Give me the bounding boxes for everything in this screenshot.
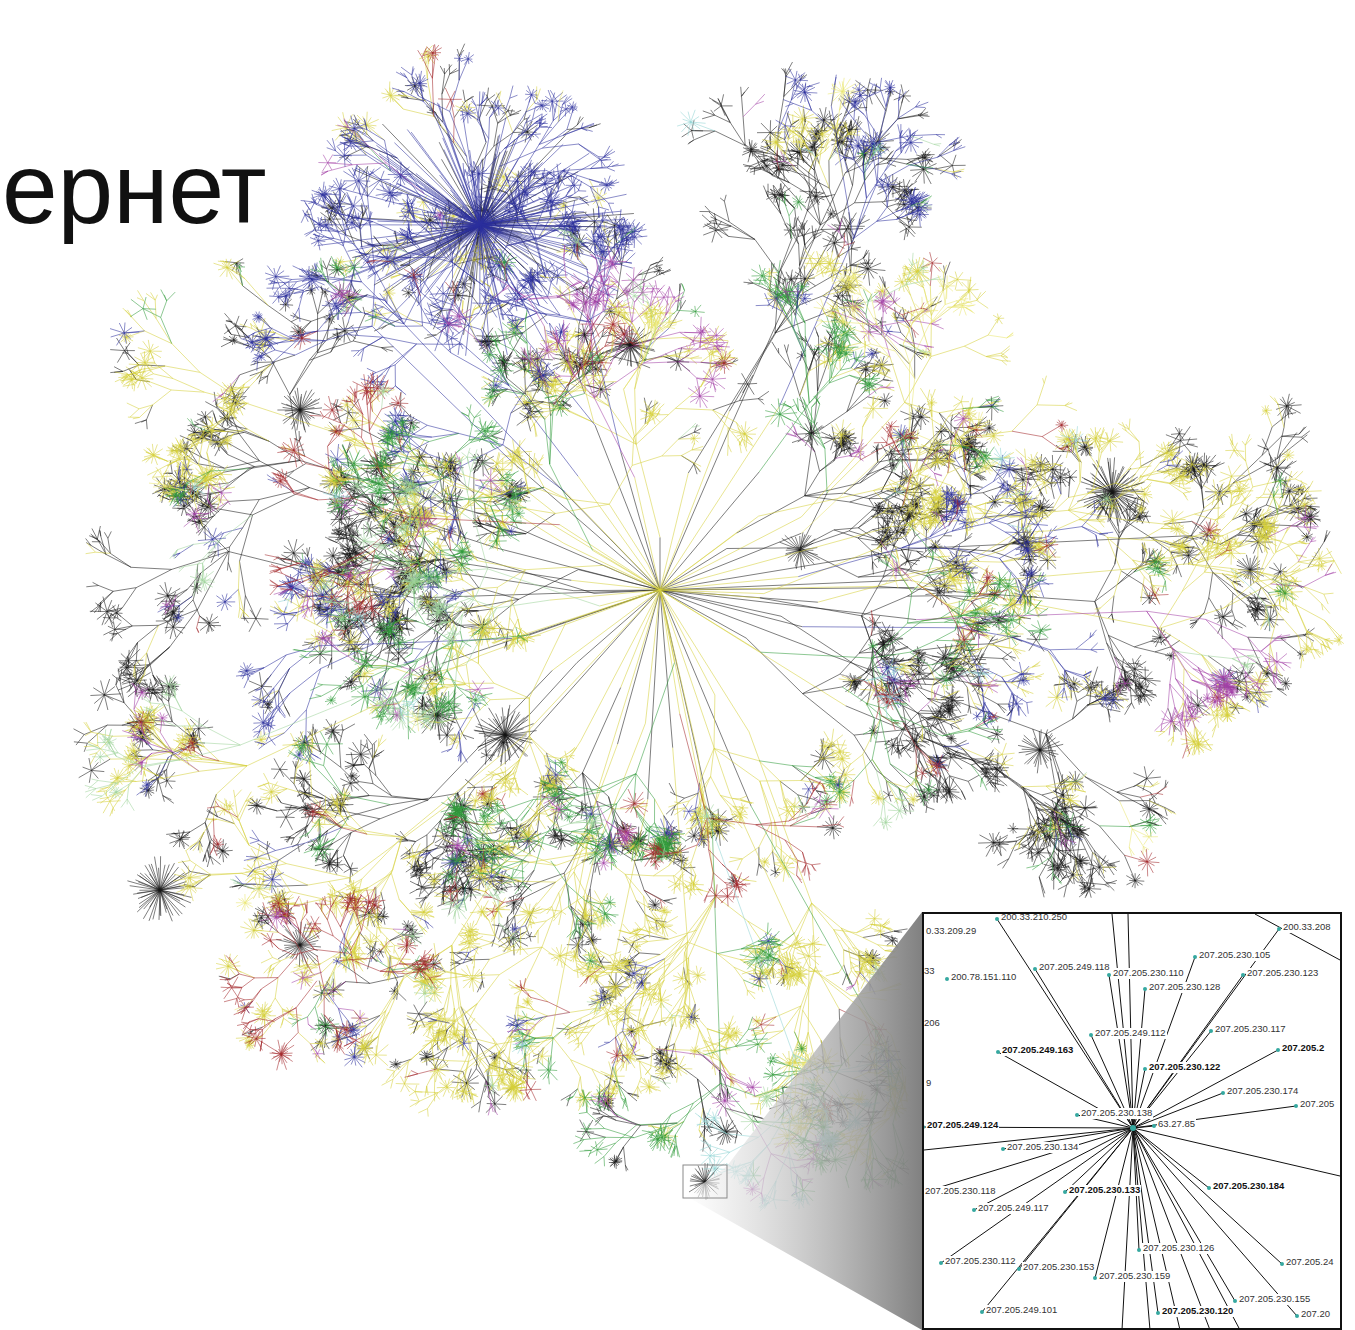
zoom-box <box>683 1165 727 1198</box>
ip-address: 200.33.208 <box>1282 922 1332 933</box>
ip-address: 207.205.230.117 <box>1214 1024 1287 1035</box>
router-link <box>1133 1128 1158 1313</box>
router-dot <box>996 1050 1000 1054</box>
router-dot <box>1295 1314 1299 1318</box>
ip-address: 207.205 <box>1299 1099 1335 1110</box>
router-dot <box>1207 1186 1211 1190</box>
router-dot <box>1107 973 1111 977</box>
router-dot <box>1233 1299 1237 1303</box>
router-dot <box>945 977 949 981</box>
router-dot <box>1277 927 1281 931</box>
router-link <box>1065 1128 1133 1192</box>
ip-address: 207.205.230.138 <box>1080 1108 1153 1119</box>
router-link <box>1133 975 1243 1128</box>
network-branches <box>122 94 1336 1204</box>
ip-address: 207.205.249.112 <box>1094 1028 1167 1039</box>
router-link <box>1133 1069 1145 1128</box>
router-dot <box>1137 1248 1141 1252</box>
router-dot <box>972 1208 976 1212</box>
zoom-inset: 0.33.209.29 200.33.210.250 200.33.208 33 200… <box>922 912 1342 1330</box>
router-dot <box>1294 1104 1298 1108</box>
ip-address: 207.205.230.134 <box>1006 1142 1079 1153</box>
ip-address: 200.78.151.110 <box>950 972 1017 983</box>
ip-address: 207.205.249.124 <box>926 1120 999 1131</box>
router-link <box>997 919 1133 1128</box>
router-dot <box>1001 1147 1005 1151</box>
router-dot <box>1193 955 1197 959</box>
router-dot <box>1143 1067 1147 1071</box>
router-dot <box>1143 987 1147 991</box>
ip-address: 207.205.230.128 <box>1148 982 1221 993</box>
router-dot <box>1156 1311 1160 1315</box>
router-link <box>1133 1128 1240 1330</box>
ip-address: 207.20 <box>1300 1309 1331 1320</box>
router-link <box>1133 1128 1282 1264</box>
ip-address: 9 <box>925 1078 932 1089</box>
router-dot <box>924 1125 925 1129</box>
router-dot <box>1280 1262 1284 1266</box>
ip-address: 207.205.230.184 <box>1212 1181 1285 1192</box>
hub-dot <box>1130 1125 1136 1131</box>
router-dot <box>1033 967 1037 971</box>
ip-address: 207.205.249.101 <box>985 1305 1058 1316</box>
router-link <box>1133 1128 1150 1330</box>
ip-address: 207.205.249.163 <box>1001 1045 1074 1056</box>
ip-address: 207.205.230.133 <box>1068 1185 1141 1196</box>
ip-address: 207.205.230.159 <box>1098 1271 1171 1282</box>
ip-address: 207.205.249.117 <box>977 1203 1050 1214</box>
ip-address: 207.205.230.120 <box>1161 1306 1234 1317</box>
router-link <box>1109 975 1133 1128</box>
ip-address: 207.205.2 <box>1281 1043 1325 1054</box>
router-link <box>982 1128 1133 1312</box>
ip-address: 207.205.230.123 <box>1246 968 1319 979</box>
ip-address: 207.205.249.118 <box>1038 962 1111 973</box>
router-dot <box>980 1310 984 1314</box>
router-dot <box>995 917 999 921</box>
ip-address: 207.205.230.118 <box>924 1186 997 1197</box>
ip-address: 207.205.230.126 <box>1142 1243 1215 1254</box>
ip-address: 63.27.85 <box>1157 1119 1196 1130</box>
router-link <box>924 1128 1133 1193</box>
ip-address: 207.205.230.110 <box>1112 968 1185 979</box>
router-dot <box>1089 1033 1093 1037</box>
ip-address: 207.205.230.105 <box>1198 950 1271 961</box>
router-link <box>1112 914 1133 1128</box>
ip-address: 200.33.210.250 <box>1000 912 1068 923</box>
router-dot <box>939 1261 943 1265</box>
router-dot <box>1209 1029 1213 1033</box>
ip-address: 206 <box>923 1018 941 1029</box>
router-dot <box>1152 1124 1156 1128</box>
ip-address: 207.205.230.112 <box>944 1256 1017 1267</box>
router-link <box>1122 1128 1133 1330</box>
router-link <box>1133 1128 1210 1330</box>
ip-address: 0.33.209.29 <box>925 926 977 937</box>
ip-address: 207.205.230.155 <box>1238 1294 1311 1305</box>
ip-address: 207.205.230.122 <box>1148 1062 1221 1073</box>
router-link <box>1128 914 1133 1128</box>
router-dot <box>1075 1113 1079 1117</box>
router-dot <box>1063 1190 1067 1194</box>
ip-address: 207.205.24 <box>1285 1257 1335 1268</box>
ip-address: 207.205.230.174 <box>1226 1086 1299 1097</box>
router-link <box>1133 1128 1180 1330</box>
router-link <box>1133 1126 1154 1128</box>
router-link <box>974 1128 1133 1210</box>
router-dot <box>1276 1048 1280 1052</box>
router-dot <box>1221 1091 1225 1095</box>
router-dot <box>1093 1276 1097 1280</box>
router-dot <box>1017 1267 1021 1271</box>
zoom-cone <box>686 912 922 1330</box>
ip-address: 207.205.230.153 <box>1022 1262 1095 1273</box>
ip-address: 33 <box>923 966 936 977</box>
router-dot <box>1241 973 1245 977</box>
router-link <box>1133 1128 1209 1188</box>
slide-title: ернет <box>2 138 267 238</box>
inset-label-layer: 0.33.209.29 200.33.210.250 200.33.208 33 200… <box>924 914 1340 1330</box>
router-link <box>1133 1128 1297 1316</box>
